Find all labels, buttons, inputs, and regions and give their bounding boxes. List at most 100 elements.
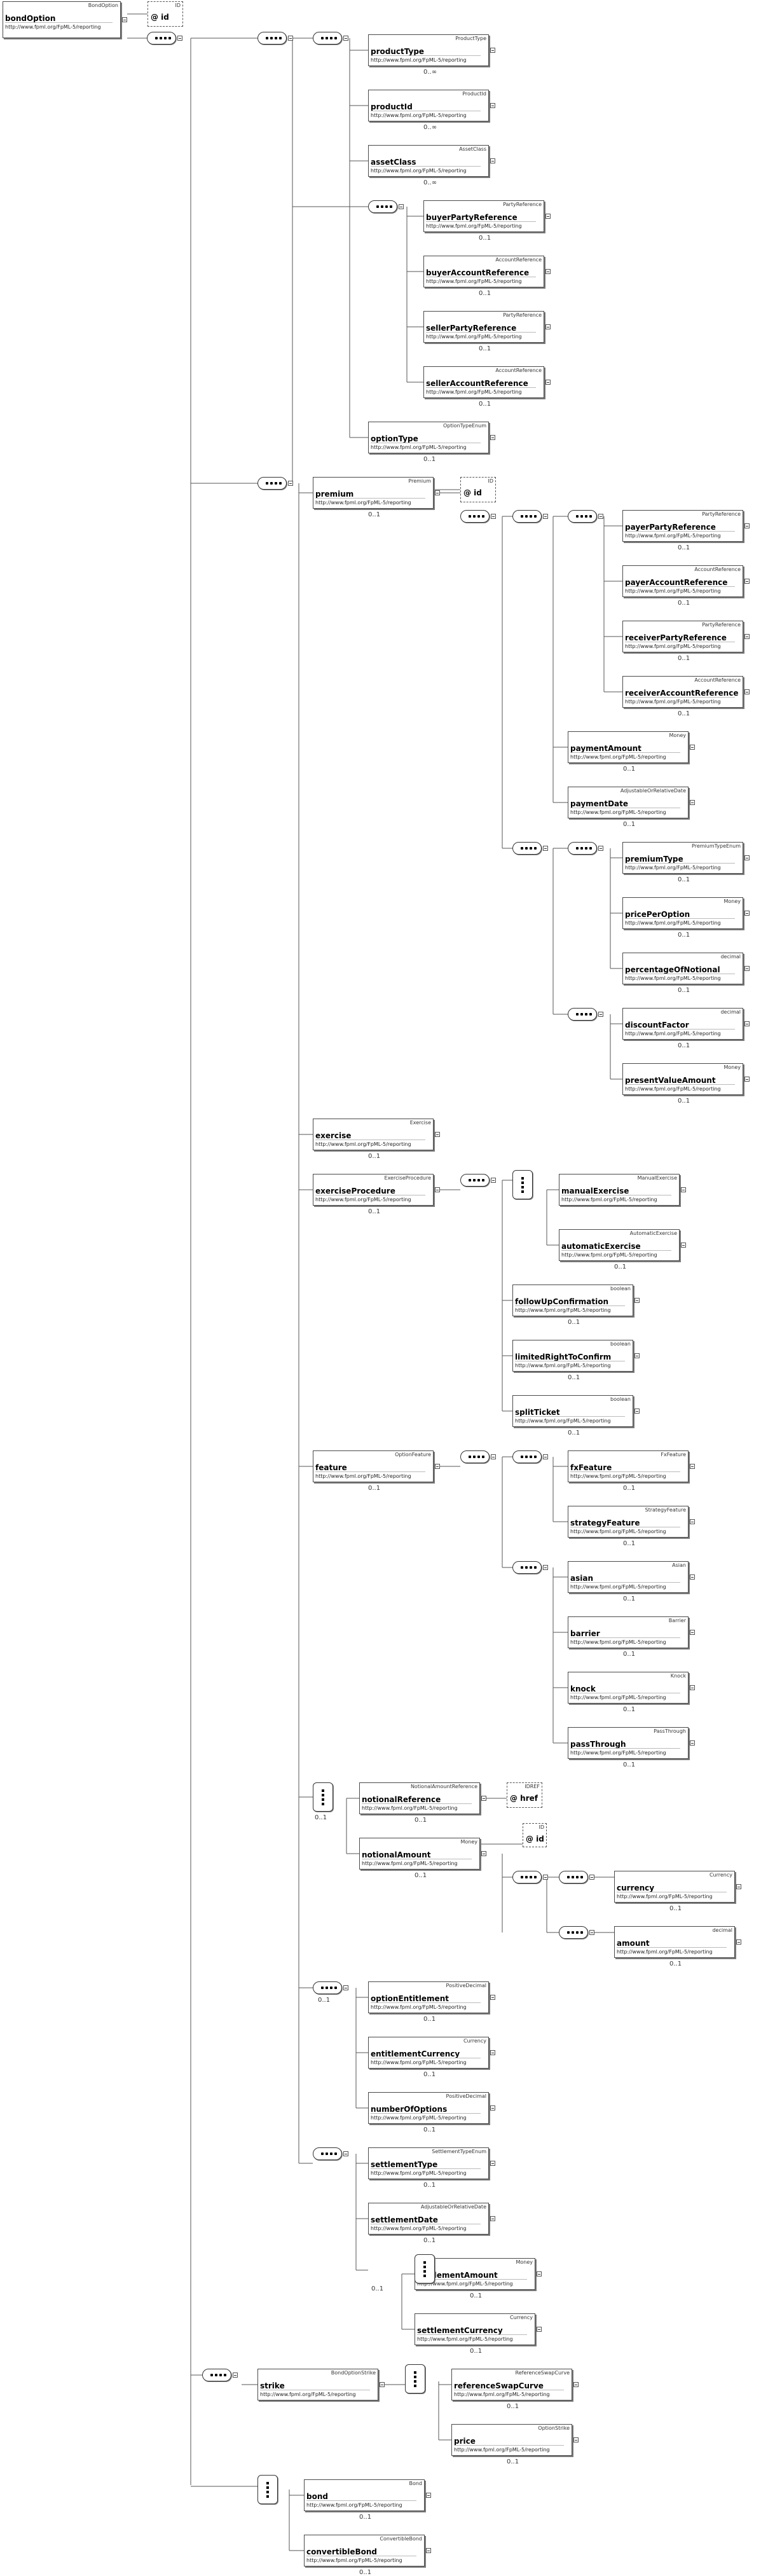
choice-compositor[interactable] (313, 1782, 333, 1812)
sequence-compositor[interactable] (512, 1561, 542, 1574)
expand-icon[interactable] (490, 2216, 495, 2221)
collapse-icon[interactable] (598, 514, 603, 519)
sequence-compositor[interactable] (460, 1174, 490, 1187)
expand-icon[interactable] (490, 158, 495, 163)
collapse-icon[interactable] (491, 1454, 496, 1459)
sequence-compositor[interactable] (460, 510, 490, 523)
expand-icon[interactable] (744, 966, 750, 971)
sequence-compositor[interactable] (568, 510, 597, 523)
expand-icon[interactable] (690, 1574, 695, 1580)
expand-icon[interactable] (122, 17, 127, 22)
expand-icon[interactable] (380, 2382, 385, 2387)
expand-icon[interactable] (690, 1519, 695, 1524)
sequence-compositor[interactable] (257, 477, 287, 490)
choice-compositor[interactable] (405, 2364, 425, 2393)
collapse-icon[interactable] (399, 204, 404, 209)
collapse-icon[interactable] (343, 2151, 348, 2156)
expand-icon[interactable] (490, 48, 495, 53)
expand-icon[interactable] (490, 103, 495, 108)
sequence-compositor[interactable] (512, 842, 542, 855)
collapse-icon[interactable] (343, 1985, 348, 1990)
expand-icon[interactable] (690, 1740, 695, 1746)
collapse-icon[interactable] (543, 1565, 548, 1570)
expand-icon[interactable] (490, 2105, 495, 2111)
sequence-compositor[interactable] (512, 1871, 542, 1884)
sequence-compositor[interactable] (368, 200, 397, 213)
expand-icon[interactable] (435, 1464, 440, 1469)
collapse-icon[interactable] (288, 481, 293, 486)
expand-icon[interactable] (744, 579, 750, 584)
sequence-compositor[interactable] (568, 842, 597, 855)
collapse-icon[interactable] (343, 36, 348, 41)
expand-icon[interactable] (744, 634, 750, 639)
collapse-icon[interactable] (233, 2373, 238, 2378)
expand-icon[interactable] (744, 855, 750, 860)
expand-icon[interactable] (690, 1464, 695, 1469)
sequence-compositor[interactable] (147, 32, 176, 45)
expand-icon[interactable] (690, 1630, 695, 1635)
attribute-notional-ref-href[interactable]: IDREF@ href (507, 1782, 542, 1808)
sequence-compositor[interactable] (512, 510, 542, 523)
expand-icon[interactable] (573, 2382, 579, 2387)
sequence-compositor[interactable] (313, 1981, 342, 1994)
attribute-root-id[interactable]: ID@ id (147, 1, 183, 27)
sequence-compositor[interactable] (257, 32, 287, 45)
expand-icon[interactable] (744, 523, 750, 528)
expand-icon[interactable] (545, 380, 551, 385)
expand-icon[interactable] (435, 1132, 440, 1137)
sequence-compositor[interactable] (313, 32, 342, 45)
expand-icon[interactable] (426, 2548, 431, 2553)
expand-icon[interactable] (634, 1409, 640, 1414)
collapse-icon[interactable] (543, 514, 548, 519)
expand-icon[interactable] (545, 269, 551, 274)
expand-icon[interactable] (490, 2050, 495, 2055)
attribute-notional-amount-id[interactable]: ID@ id (523, 1823, 547, 1847)
collapse-icon[interactable] (598, 1012, 603, 1017)
expand-icon[interactable] (545, 324, 551, 329)
expand-icon[interactable] (690, 1685, 695, 1690)
expand-icon[interactable] (744, 1021, 750, 1026)
collapse-icon[interactable] (589, 1930, 594, 1935)
attribute-premium-id[interactable]: ID@ id (460, 477, 496, 502)
expand-icon[interactable] (490, 2161, 495, 2166)
